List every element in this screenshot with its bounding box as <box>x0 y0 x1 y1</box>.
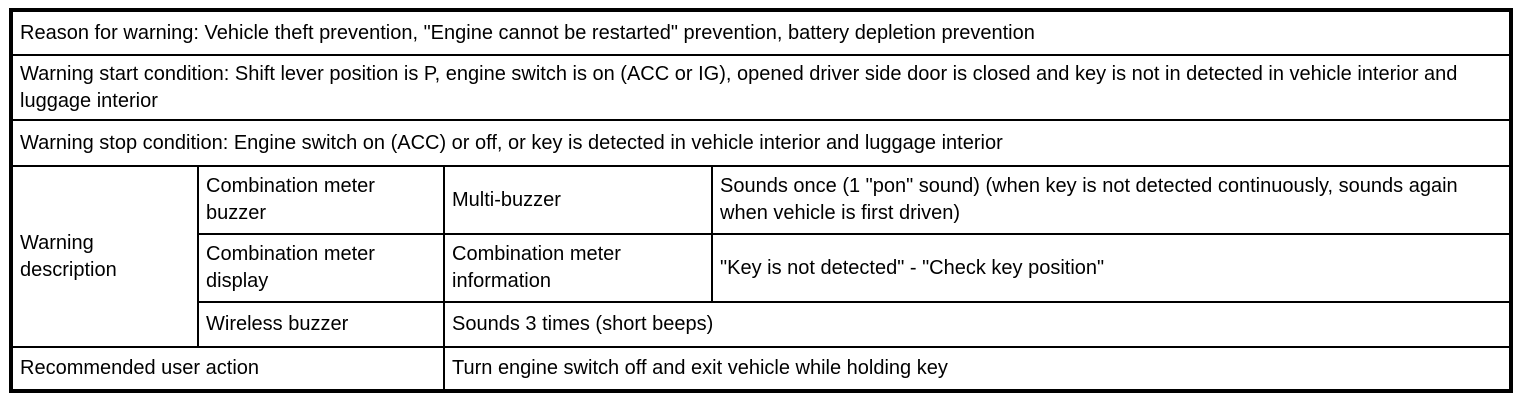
warning-specification-table: Reason for warning: Vehicle theft preven… <box>9 8 1514 393</box>
table-row: Warning stop condition: Engine switch on… <box>9 119 1513 167</box>
table-row: Warning start condition: Shift lever pos… <box>9 54 1513 121</box>
table-row: Reason for warning: Vehicle theft preven… <box>9 9 1513 56</box>
reason-for-warning-cell: Reason for warning: Vehicle theft preven… <box>9 9 1513 56</box>
warning-description-label-cell: Warning description <box>10 165 199 348</box>
detail-cell-wireless-buzzer-behavior: Sounds 3 times (short beeps) <box>442 301 1513 348</box>
table-row: Recommended user action Turn engine swit… <box>10 346 1513 392</box>
component-cell-wireless-buzzer: Wireless buzzer <box>197 301 445 348</box>
warning-stop-condition-cell: Warning stop condition: Engine switch on… <box>9 119 1513 167</box>
table-row: Wireless buzzer Sounds 3 times (short be… <box>11 301 1513 348</box>
table-row: Warning description Combination meter bu… <box>10 165 1513 348</box>
detail-cell-buzzer-behavior: Sounds once (1 "pon" sound) (when key is… <box>710 165 1513 235</box>
detail-cell-display-message: "Key is not detected" - "Check key posit… <box>710 233 1513 303</box>
component-cell-combination-meter-buzzer: Combination meter buzzer <box>197 165 445 235</box>
warning-start-condition-cell: Warning start condition: Shift lever pos… <box>9 54 1513 121</box>
item-cell-combination-meter-information: Combination meter information <box>443 233 713 303</box>
recommended-user-action-label-cell: Recommended user action <box>10 346 445 392</box>
item-cell-multi-buzzer: Multi-buzzer <box>443 165 713 235</box>
table-row: Combination meter display Combination me… <box>11 233 1513 303</box>
component-cell-combination-meter-display: Combination meter display <box>197 233 445 303</box>
recommended-user-action-value-cell: Turn engine switch off and exit vehicle … <box>442 346 1513 392</box>
